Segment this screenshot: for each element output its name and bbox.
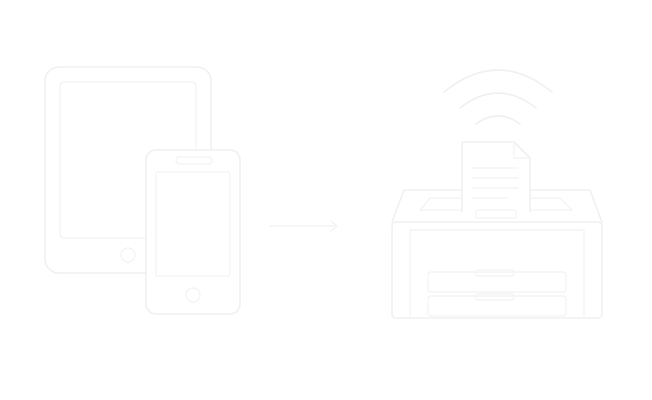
- smartphone-icon: [145, 149, 241, 315]
- document-icon: [461, 141, 531, 219]
- wifi-signal-icon: [443, 69, 553, 125]
- arrow-right-icon: [269, 220, 338, 232]
